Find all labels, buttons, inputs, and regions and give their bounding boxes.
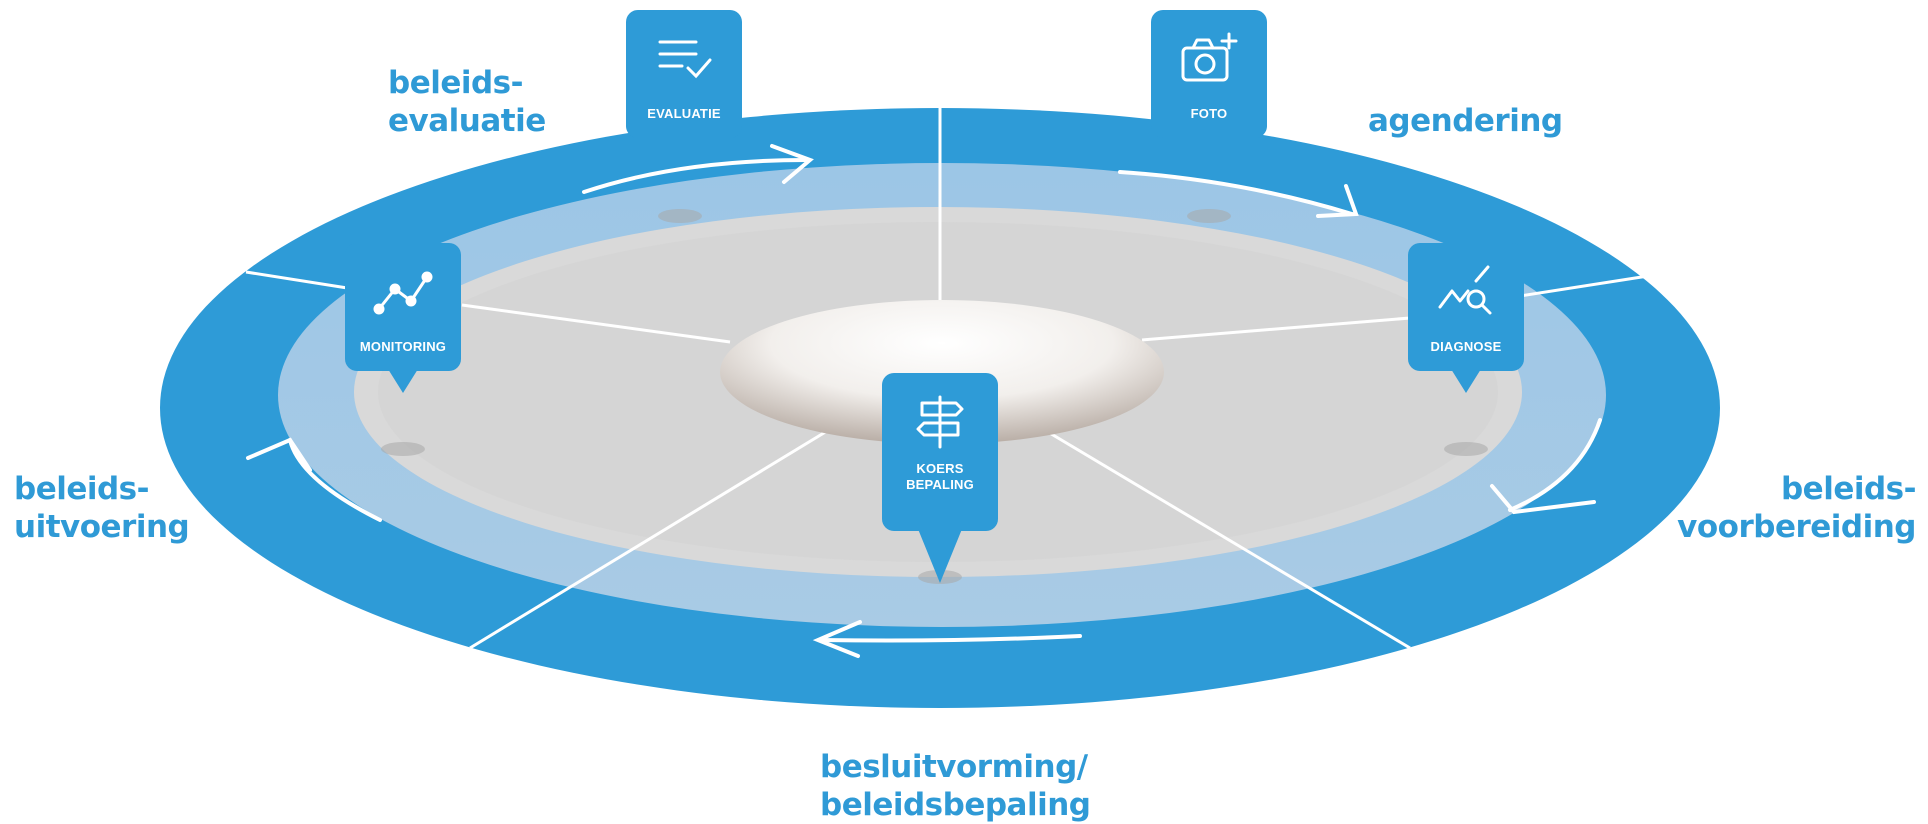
- marker-evaluatie-label: EVALUATIE: [647, 106, 721, 121]
- camera-plus-icon: [1181, 32, 1238, 82]
- marker-koersbepaling: KOERS BEPALING: [882, 373, 998, 531]
- label-agendering-line1: agendering: [1368, 103, 1563, 139]
- marker-diagnose: DIAGNOSE: [1408, 243, 1524, 371]
- marker-monitoring-label: MONITORING: [359, 339, 447, 354]
- cycle-arrows: [246, 144, 1602, 658]
- marker-koersbepaling-label-line1: KOERS: [916, 461, 964, 476]
- label-beleidsevaluatie-line1: beleids-: [388, 65, 524, 101]
- checklist-icon: [658, 40, 712, 79]
- signpost-icon: [916, 395, 964, 449]
- marker-diagnose-label: DIAGNOSE: [1430, 339, 1502, 354]
- label-beleidsvoorbereiding-line2: voorbereiding: [1677, 509, 1916, 545]
- spokes: [245, 108, 1649, 650]
- label-besluitvorming: besluitvorming/ beleidsbepaling: [820, 748, 1091, 824]
- chart-magnifier-icon: [1438, 265, 1492, 315]
- marker-koersbepaling-label-line2: BEPALING: [906, 477, 974, 492]
- label-besluitvorming-line2: beleidsbepaling: [820, 787, 1091, 823]
- label-beleidsuitvoering: beleids- uitvoering: [14, 470, 190, 546]
- marker-monitoring: MONITORING: [345, 243, 461, 371]
- label-agendering: agendering: [1368, 102, 1563, 140]
- center-ellipse: [720, 300, 1164, 444]
- label-beleidsevaluatie-line2: evaluatie: [388, 103, 546, 139]
- marker-foto-label: FOTO: [1190, 106, 1228, 121]
- marker-foto: FOTO: [1151, 10, 1267, 138]
- label-beleidsevaluatie: beleids- evaluatie: [388, 64, 546, 140]
- label-beleidsuitvoering-line2: uitvoering: [14, 509, 190, 545]
- marker-evaluatie: EVALUATIE: [626, 10, 742, 138]
- label-beleidsuitvoering-line1: beleids-: [14, 471, 150, 507]
- marker-koersbepaling-label: KOERS BEPALING: [882, 461, 998, 493]
- label-beleidsvoorbereiding-line1: beleids-: [1780, 471, 1917, 507]
- label-beleidsvoorbereiding: beleids- voorbereiding: [1676, 470, 1916, 546]
- line-chart-icon: [373, 271, 433, 315]
- label-besluitvorming-line1: besluitvorming/: [820, 749, 1088, 785]
